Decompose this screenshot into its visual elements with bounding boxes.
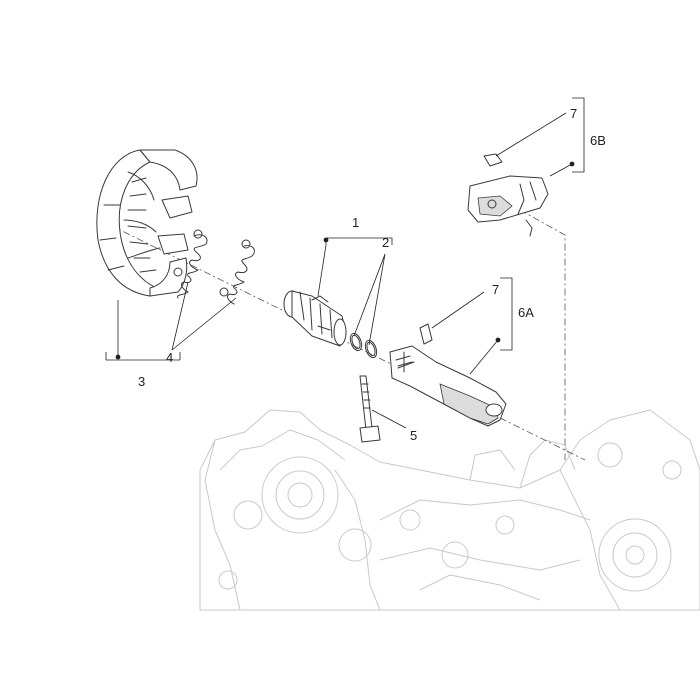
callout-2: 2	[382, 235, 389, 250]
callout-6a: 6A	[518, 305, 534, 320]
bolt	[359, 375, 381, 443]
cable-bracket	[467, 153, 549, 237]
assembly-axis-vertical	[519, 209, 566, 460]
engine-crankcase	[199, 409, 700, 611]
callout-3: 3	[138, 374, 145, 389]
callout-5: 5	[410, 428, 417, 443]
callout-6b: 6B	[590, 133, 606, 148]
callout-leaders	[105, 97, 585, 429]
brake-shoes	[96, 149, 198, 297]
o-rings	[349, 332, 378, 359]
brake-springs	[173, 229, 255, 305]
brake-lever	[389, 323, 507, 427]
callout-4: 4	[166, 350, 173, 365]
callout-1: 1	[352, 215, 359, 230]
brake-cam-shaft	[283, 290, 347, 347]
assembly-axis-main	[109, 224, 586, 461]
callout-7-top: 7	[570, 106, 577, 121]
callout-7-mid: 7	[492, 282, 499, 297]
